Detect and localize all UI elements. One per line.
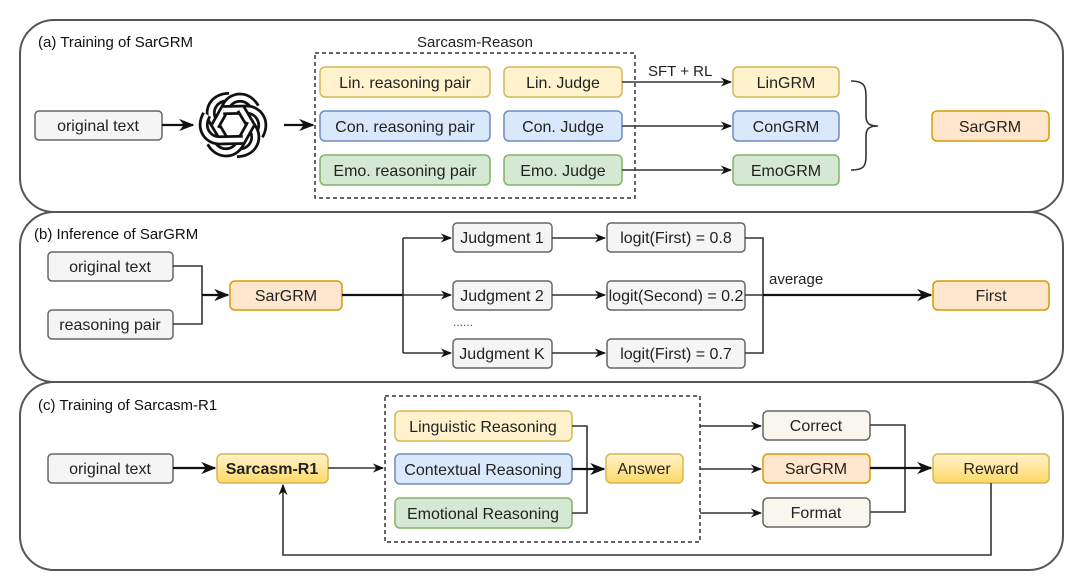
logit-k-node[interactable]: logit(First) = 0.7 bbox=[606, 338, 746, 369]
first-output-node[interactable]: First bbox=[932, 280, 1050, 311]
panel-c-title: (c) Training of Sarcasm-R1 bbox=[38, 397, 217, 414]
emo-judge-node[interactable]: Emo. Judge bbox=[503, 154, 623, 186]
openai-logo-icon bbox=[198, 92, 268, 158]
judgment-2-label: Judgment 2 bbox=[460, 288, 544, 305]
linguistic-reasoning-node[interactable]: Linguistic Reasoning bbox=[394, 410, 573, 442]
correct-reward-node[interactable]: Correct bbox=[762, 410, 871, 441]
reward-label: Reward bbox=[963, 461, 1018, 478]
answer-label: Answer bbox=[617, 461, 671, 478]
b-reasoning-pair-node[interactable]: reasoning pair bbox=[47, 309, 174, 340]
emotional-reasoning-label: Emotional Reasoning bbox=[407, 506, 559, 523]
judgment-ellipsis: ...... bbox=[453, 315, 473, 329]
logit-2-label: logit(Second) = 0.2 bbox=[609, 288, 744, 305]
lin-judge-node[interactable]: Lin. Judge bbox=[503, 66, 623, 98]
edge-b-inputs-merge bbox=[173, 265, 203, 325]
correct-reward-label: Correct bbox=[790, 418, 843, 435]
emo-judge-label: Emo. Judge bbox=[520, 163, 605, 180]
panel-a-title: (a) Training of SarGRM bbox=[38, 34, 193, 51]
emotional-reasoning-node[interactable]: Emotional Reasoning bbox=[394, 497, 573, 529]
logit-k-label: logit(First) = 0.7 bbox=[620, 346, 732, 363]
answer-node[interactable]: Answer bbox=[605, 453, 684, 484]
panel-b: (b) Inference of SarGRM original text re… bbox=[19, 211, 1064, 383]
judgment-1-label: Judgment 1 bbox=[460, 230, 544, 247]
lin-judge-label: Lin. Judge bbox=[526, 75, 600, 92]
con-judge-label: Con. Judge bbox=[522, 119, 604, 136]
panel-c-frame bbox=[19, 381, 1064, 571]
b-sargrm-label: SarGRM bbox=[255, 288, 317, 305]
emogrm-node[interactable]: EmoGRM bbox=[732, 154, 840, 186]
sargrm-reward-label: SarGRM bbox=[785, 461, 847, 478]
contextual-reasoning-label: Contextual Reasoning bbox=[404, 462, 561, 479]
panel-b-title: (b) Inference of SarGRM bbox=[34, 226, 198, 243]
sarcasm-r1-label: Sarcasm-R1 bbox=[226, 461, 319, 478]
logit-2-node[interactable]: logit(Second) = 0.2 bbox=[606, 280, 746, 311]
b-reasoning-pair-label: reasoning pair bbox=[59, 317, 161, 334]
logit-1-node[interactable]: logit(First) = 0.8 bbox=[606, 222, 746, 253]
emo-reasoning-pair-label: Emo. reasoning pair bbox=[333, 163, 477, 180]
judgment-1-node[interactable]: Judgment 1 bbox=[452, 222, 553, 253]
judgment-2-node[interactable]: Judgment 2 bbox=[452, 280, 553, 311]
c-original-text-node[interactable]: original text bbox=[47, 453, 174, 484]
reward-node[interactable]: Reward bbox=[932, 453, 1050, 484]
lin-reasoning-pair-node[interactable]: Lin. reasoning pair bbox=[319, 66, 491, 98]
b-original-text-label: original text bbox=[69, 259, 151, 276]
a-sargrm-label: SarGRM bbox=[959, 119, 1021, 136]
linguistic-reasoning-label: Linguistic Reasoning bbox=[409, 419, 557, 436]
b-sargrm-node[interactable]: SarGRM bbox=[229, 280, 343, 311]
format-reward-label: Format bbox=[791, 505, 842, 522]
panel-c: (c) Training of Sarcasm-R1 original text… bbox=[19, 381, 1064, 571]
emogrm-label: EmoGRM bbox=[751, 163, 821, 180]
format-reward-node[interactable]: Format bbox=[762, 497, 871, 528]
a-original-text-label: original text bbox=[57, 118, 139, 135]
panel-a: (a) Training of SarGRM Sarcasm-Reason or… bbox=[19, 19, 1064, 213]
edge-c-reward-feedback bbox=[278, 483, 992, 556]
c-original-text-label: original text bbox=[69, 461, 151, 478]
contextual-reasoning-node[interactable]: Contextual Reasoning bbox=[394, 453, 573, 485]
con-reasoning-pair-label: Con. reasoning pair bbox=[335, 119, 475, 136]
b-original-text-node[interactable]: original text bbox=[47, 251, 174, 282]
lin-reasoning-pair-label: Lin. reasoning pair bbox=[339, 75, 471, 92]
logit-1-label: logit(First) = 0.8 bbox=[620, 230, 732, 247]
merge-brace-icon bbox=[850, 80, 879, 171]
first-output-label: First bbox=[975, 288, 1007, 305]
sargrm-reward-node[interactable]: SarGRM bbox=[762, 453, 871, 484]
judgment-k-node[interactable]: Judgment K bbox=[452, 338, 553, 369]
congrm-label: ConGRM bbox=[753, 119, 820, 136]
congrm-node[interactable]: ConGRM bbox=[732, 110, 840, 142]
emo-reasoning-pair-node[interactable]: Emo. reasoning pair bbox=[319, 154, 491, 186]
judgment-k-label: Judgment K bbox=[459, 346, 545, 363]
lingrm-node[interactable]: LinGRM bbox=[732, 66, 840, 98]
a-sargrm-node[interactable]: SarGRM bbox=[931, 110, 1050, 142]
sarcasm-reason-label: Sarcasm-Reason bbox=[417, 34, 533, 51]
lingrm-label: LinGRM bbox=[757, 75, 816, 92]
sft-rl-label: SFT + RL bbox=[648, 63, 712, 80]
sarcasm-r1-node[interactable]: Sarcasm-R1 bbox=[216, 453, 329, 484]
con-reasoning-pair-node[interactable]: Con. reasoning pair bbox=[319, 110, 491, 142]
average-label: average bbox=[769, 271, 823, 288]
a-original-text-node[interactable]: original text bbox=[34, 110, 163, 141]
con-judge-node[interactable]: Con. Judge bbox=[503, 110, 623, 142]
